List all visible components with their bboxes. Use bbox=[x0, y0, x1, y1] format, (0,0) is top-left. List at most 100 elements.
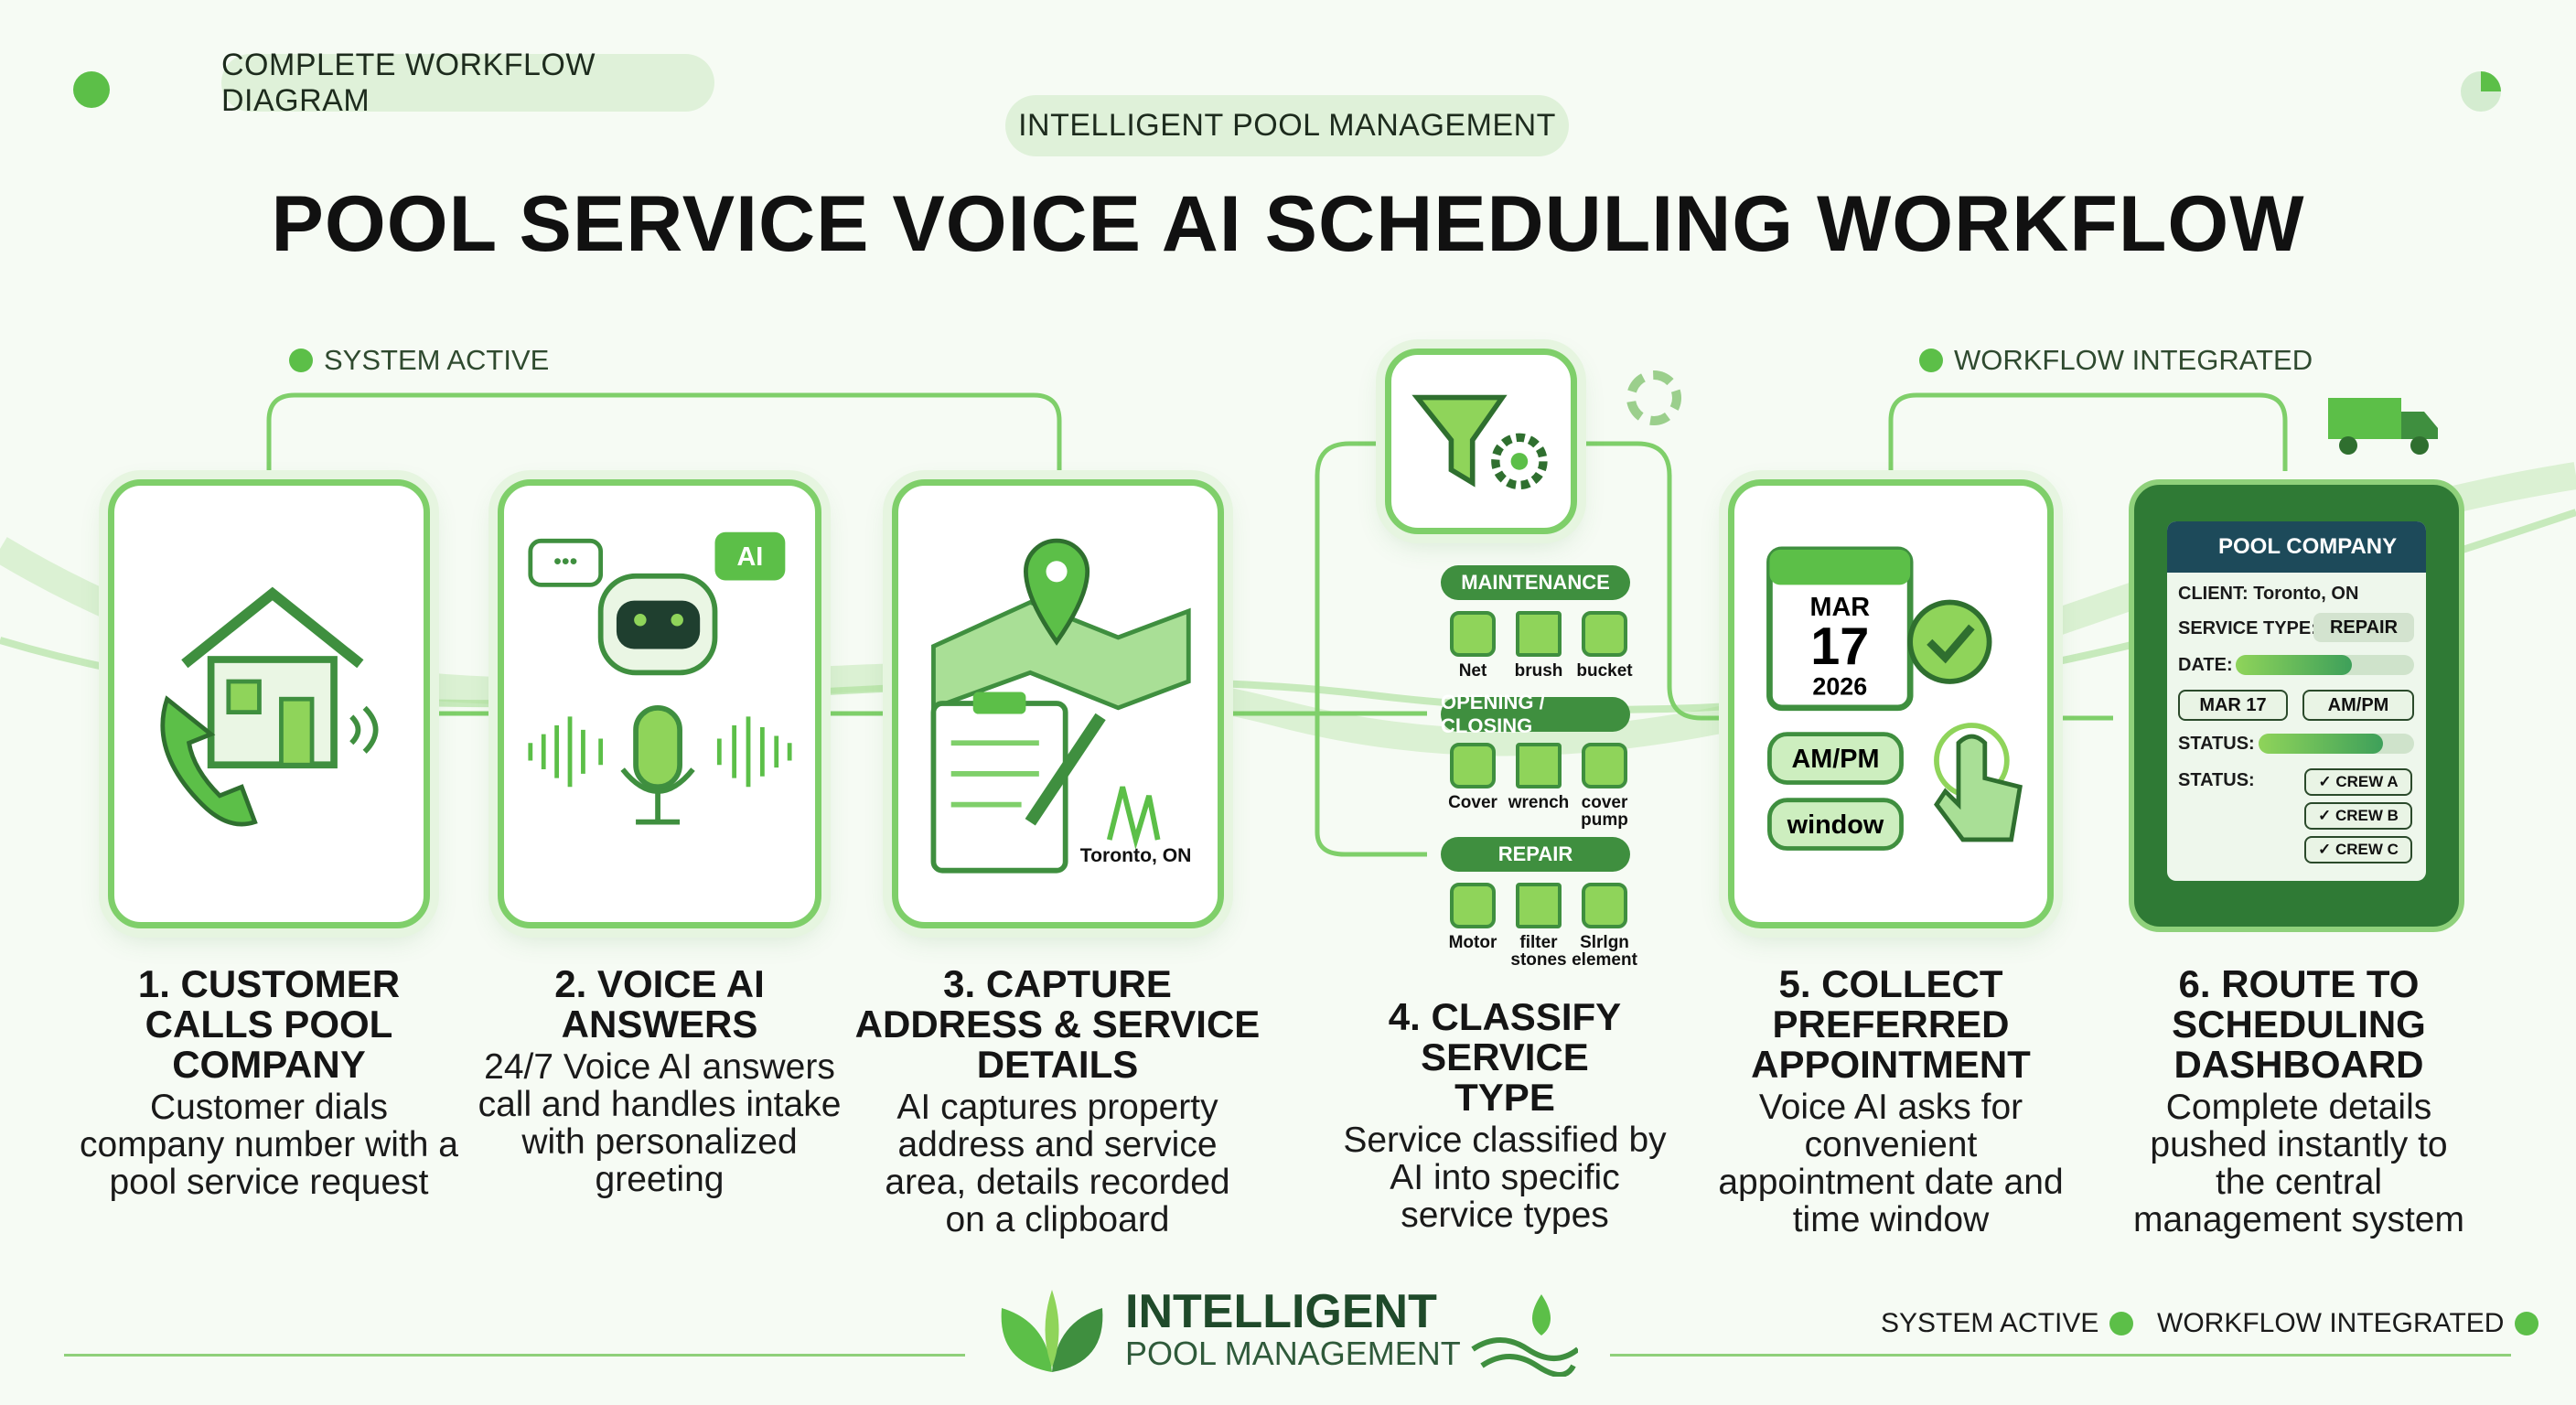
crew-c-chip[interactable]: ✓ CREW C bbox=[2304, 836, 2412, 863]
category-item-label: brush bbox=[1514, 661, 1563, 681]
cover-pump-icon bbox=[1582, 743, 1627, 788]
date-label: DATE: bbox=[2178, 655, 2233, 675]
step-6-desc: Complete details pushed instantly to the… bbox=[2133, 1088, 2464, 1239]
status-dot-icon bbox=[2515, 1312, 2539, 1335]
play-icon bbox=[73, 71, 110, 108]
category-item-label: cover pump bbox=[1581, 793, 1628, 830]
svg-text:AI: AI bbox=[737, 542, 764, 572]
chart-pie-icon bbox=[2461, 71, 2501, 112]
motor-icon bbox=[1450, 883, 1496, 928]
page-title: POOL SERVICE VOICE AI SCHEDULING WORKFLO… bbox=[271, 180, 2305, 268]
category-item-label: Cover bbox=[1448, 793, 1497, 812]
hand-tap-icon bbox=[1934, 723, 2023, 842]
status-label: STATUS: bbox=[2178, 734, 2255, 754]
crew-b-chip[interactable]: ✓ CREW B bbox=[2304, 802, 2412, 830]
category-3-pill: REPAIR bbox=[1441, 837, 1630, 872]
workflow-diagram-badge: COMPLETE WORKFLOW DIAGRAM bbox=[221, 48, 714, 118]
workflow-integrated-indicator: WORKFLOW INTEGRATED bbox=[1919, 344, 2313, 377]
filter-stones-icon bbox=[1516, 883, 1562, 928]
category-item-label: Net bbox=[1458, 661, 1487, 681]
step-2-title: 2. VOICE AI ANSWERS bbox=[554, 962, 765, 1046]
footer-workflow-integrated-label: WORKFLOW INTEGRATED bbox=[2157, 1308, 2505, 1338]
footer-divider-left bbox=[64, 1354, 965, 1357]
status2-label: STATUS: bbox=[2178, 770, 2255, 790]
dashboard-header: POOL COMPANY bbox=[2167, 521, 2426, 573]
logo-line1: INTELLIGENT bbox=[1125, 1285, 1437, 1338]
category-2-pill: OPENING / CLOSING bbox=[1441, 691, 1630, 737]
crew-a-chip[interactable]: ✓ CREW A bbox=[2304, 768, 2412, 796]
footer-system-active-label: SYSTEM ACTIVE bbox=[1881, 1308, 2099, 1338]
step-5-desc: Voice AI asks for convenient appointment… bbox=[1718, 1088, 2064, 1239]
truck-icon bbox=[2328, 393, 2442, 457]
category-item-label: filter stones bbox=[1510, 933, 1567, 970]
category-1-pill: MAINTENANCE bbox=[1441, 565, 1630, 600]
step-3-desc: AI captures property address and service… bbox=[885, 1088, 1230, 1239]
footer-system-active: SYSTEM ACTIVE bbox=[1881, 1308, 2134, 1339]
step-6-title: 6. ROUTE TO SCHEDULING DASHBOARD bbox=[2172, 962, 2426, 1086]
footer-workflow-integrated: WORKFLOW INTEGRATED bbox=[2157, 1308, 2539, 1339]
robot-microphone-icon: ••• AI bbox=[528, 531, 792, 825]
category-item-label: Slrlgn element bbox=[1572, 933, 1637, 970]
leaf-logo-icon bbox=[993, 1285, 1111, 1377]
service-type-label: SERVICE TYPE: bbox=[2178, 618, 2317, 638]
svg-text:MAR: MAR bbox=[1809, 593, 1870, 622]
scheduling-dashboard-tablet: POOL COMPANY CLIENT: Toronto, ON SERVICE… bbox=[2129, 479, 2464, 932]
location-label: Toronto, ON bbox=[1080, 845, 1192, 866]
slrlgn-element-icon bbox=[1582, 883, 1627, 928]
company-name: POOL COMPANY bbox=[2218, 534, 2398, 559]
step-1-card bbox=[108, 479, 430, 928]
status-dot-icon bbox=[2109, 1312, 2134, 1335]
status-progress-bar bbox=[2259, 734, 2414, 754]
cover-icon bbox=[1450, 743, 1496, 788]
date-progress-bar bbox=[2236, 655, 2414, 675]
map-clipboard-icon: Toronto, ON bbox=[930, 538, 1192, 874]
workflow-integrated-label: WORKFLOW INTEGRATED bbox=[1954, 344, 2313, 376]
category-item-label: wrench bbox=[1508, 793, 1570, 812]
step-4-title: 4. CLASSIFY SERVICE TYPE bbox=[1388, 995, 1622, 1119]
step-3-title: 3. CAPTURE ADDRESS & SERVICE DETAILS bbox=[854, 962, 1261, 1086]
client-row: CLIENT: Toronto, ON bbox=[2178, 584, 2359, 604]
step-1-desc: Customer dials company number with a poo… bbox=[79, 1088, 459, 1202]
status-dot-icon bbox=[289, 349, 313, 372]
house-phone-icon bbox=[160, 586, 379, 827]
step-5-title: 5. COLLECT PREFERRED APPOINTMENT bbox=[1751, 962, 2031, 1086]
date-chip[interactable]: MAR 17 bbox=[2178, 690, 2288, 721]
funnel-gear-icon bbox=[1411, 394, 1548, 490]
system-active-label: SYSTEM ACTIVE bbox=[324, 344, 550, 376]
wrench-icon bbox=[1516, 743, 1562, 788]
svg-text:AM/PM: AM/PM bbox=[1791, 745, 1879, 774]
check-circle-icon bbox=[1919, 349, 1943, 372]
category-item-label: bucket bbox=[1576, 661, 1633, 681]
step-3-card: Toronto, ON bbox=[892, 479, 1224, 928]
svg-text:17: 17 bbox=[1810, 617, 1869, 676]
svg-text:•••: ••• bbox=[553, 549, 577, 574]
step-2-card: ••• AI bbox=[498, 479, 821, 928]
subtitle-pill: INTELLIGENT POOL MANAGEMENT bbox=[1005, 95, 1569, 156]
svg-text:window: window bbox=[1787, 810, 1884, 840]
service-type-chip: REPAIR bbox=[2313, 613, 2414, 642]
system-active-indicator: SYSTEM ACTIVE bbox=[289, 344, 549, 377]
bucket-icon bbox=[1582, 611, 1627, 657]
logo-line2: POOL MANAGEMENT bbox=[1125, 1335, 1461, 1372]
footer-divider-right bbox=[1610, 1354, 2511, 1357]
step-4-card bbox=[1385, 349, 1577, 534]
step-2-desc: 24/7 Voice AI answers call and handles i… bbox=[478, 1047, 842, 1199]
step-4-desc: Service classified by AI into specific s… bbox=[1343, 1121, 1667, 1235]
net-icon bbox=[1450, 611, 1496, 657]
gear-icon bbox=[1626, 370, 1681, 425]
water-drop-icon bbox=[1468, 1285, 1580, 1378]
svg-text:2026: 2026 bbox=[1812, 672, 1867, 700]
dashboard-screen: POOL COMPANY CLIENT: Toronto, ON SERVICE… bbox=[2167, 521, 2426, 881]
brush-icon bbox=[1516, 611, 1562, 657]
time-chip[interactable]: AM/PM bbox=[2302, 690, 2414, 721]
step-1-title: 1. CUSTOMER CALLS POOL COMPANY bbox=[137, 962, 401, 1086]
